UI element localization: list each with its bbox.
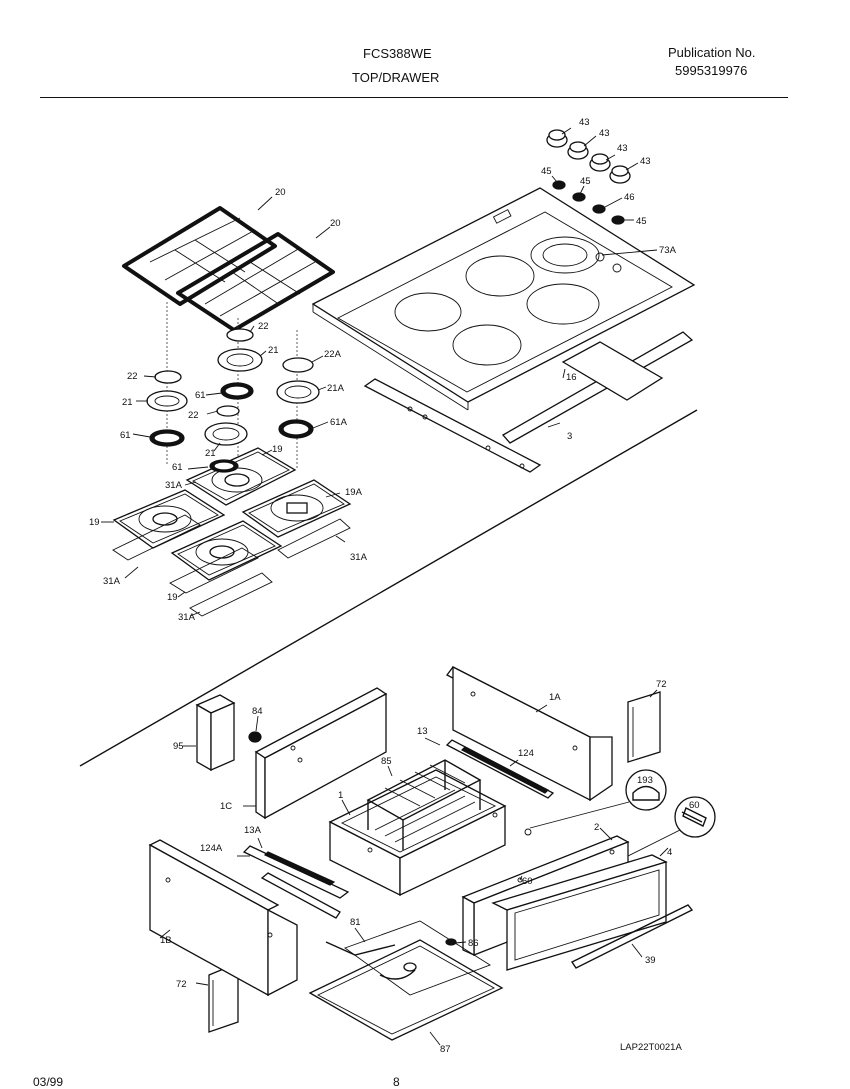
label-1C: 1C — [220, 801, 232, 812]
callout-60 — [524, 796, 716, 861]
label-19-c: 19 — [167, 592, 178, 603]
back-panel-1A — [446, 665, 613, 802]
drawer-box — [328, 759, 507, 897]
label-43-a: 43 — [579, 117, 590, 128]
header-rule — [40, 97, 788, 98]
label-45-c: 45 — [636, 216, 647, 227]
label-60-a: 60 — [689, 800, 700, 811]
side-panel-1B — [148, 839, 298, 997]
knob-leader-lines — [551, 127, 658, 256]
label-87: 87 — [440, 1044, 451, 1055]
label-43-d: 43 — [640, 156, 651, 167]
label-22-c: 22 — [188, 410, 199, 421]
label-73A: 73A — [659, 245, 677, 256]
control-knobs — [546, 129, 631, 225]
label-21A: 21A — [327, 383, 345, 394]
burner-components — [132, 302, 329, 470]
label-81: 81 — [350, 917, 361, 928]
label-1B: 1B — [160, 935, 172, 946]
cooktop-panel — [311, 187, 696, 411]
label-61-b: 61 — [120, 430, 131, 441]
drawer-front — [461, 827, 694, 971]
footer-page: 8 — [393, 1075, 400, 1089]
label-72-a: 72 — [656, 679, 667, 690]
burner-pans — [101, 447, 352, 617]
label-43-b: 43 — [599, 128, 610, 139]
label-61A: 61A — [330, 417, 348, 428]
publication-label: Publication No. — [668, 45, 756, 60]
label-72-b: 72 — [176, 979, 187, 990]
label-85: 85 — [381, 756, 392, 767]
label-16: 16 — [566, 372, 577, 383]
label-43-c: 43 — [617, 143, 628, 154]
label-46: 46 — [624, 192, 635, 203]
bracket-95 — [183, 694, 236, 772]
label-4: 4 — [667, 847, 672, 858]
publication-number: 5995319976 — [675, 63, 748, 78]
label-19-a: 19 — [272, 444, 283, 455]
label-13A: 13A — [244, 825, 262, 836]
model-number: FCS388WE — [363, 46, 432, 61]
label-22-a: 22 — [258, 321, 269, 332]
bracket-72-top — [627, 689, 661, 763]
clip-84 — [248, 715, 262, 743]
label-13: 13 — [417, 726, 428, 737]
drawer-rails — [237, 737, 555, 919]
label-20-a: 20 — [275, 187, 286, 198]
label-39: 39 — [645, 955, 656, 966]
label-124A: 124A — [200, 843, 223, 854]
label-31A-c: 31A — [103, 576, 121, 587]
label-61-a: 61 — [195, 390, 206, 401]
label-95: 95 — [173, 741, 184, 752]
callout-193 — [529, 769, 667, 829]
part-labels: 20 20 22 21 22A 22 21A 61 21 22 61A 61 2… — [89, 117, 700, 1055]
label-19A: 19A — [345, 487, 363, 498]
label-45-b: 45 — [580, 176, 591, 187]
label-22A: 22A — [324, 349, 342, 360]
label-86: 86 — [468, 938, 479, 949]
drawer-bottom — [308, 920, 504, 1046]
label-3: 3 — [567, 431, 572, 442]
diagram-code: LAP22T0021A — [620, 1042, 682, 1053]
label-19-b: 19 — [89, 517, 100, 528]
label-22-b: 22 — [127, 371, 138, 382]
label-45-a: 45 — [541, 166, 552, 177]
section-divider-line — [79, 409, 698, 767]
label-31A-b: 31A — [350, 552, 368, 563]
label-193: 193 — [637, 775, 653, 786]
label-124: 124 — [518, 748, 534, 759]
label-60-b: 60 — [522, 876, 533, 887]
label-1A: 1A — [549, 692, 561, 703]
label-31A-a: 31A — [165, 480, 183, 491]
support-channels — [363, 331, 694, 473]
burner-grates — [122, 196, 335, 332]
label-20-b: 20 — [330, 218, 341, 229]
side-panel-1C — [243, 687, 388, 820]
label-21-b: 21 — [122, 397, 133, 408]
label-21-a: 21 — [268, 345, 279, 356]
section-title: TOP/DRAWER — [352, 70, 440, 85]
label-21-c: 21 — [205, 448, 216, 459]
label-31A-d: 31A — [178, 612, 196, 623]
footer-date: 03/99 — [33, 1075, 64, 1089]
label-2: 2 — [594, 822, 599, 833]
label-84: 84 — [252, 706, 263, 717]
label-61-c: 61 — [172, 462, 183, 473]
label-1: 1 — [338, 790, 343, 801]
